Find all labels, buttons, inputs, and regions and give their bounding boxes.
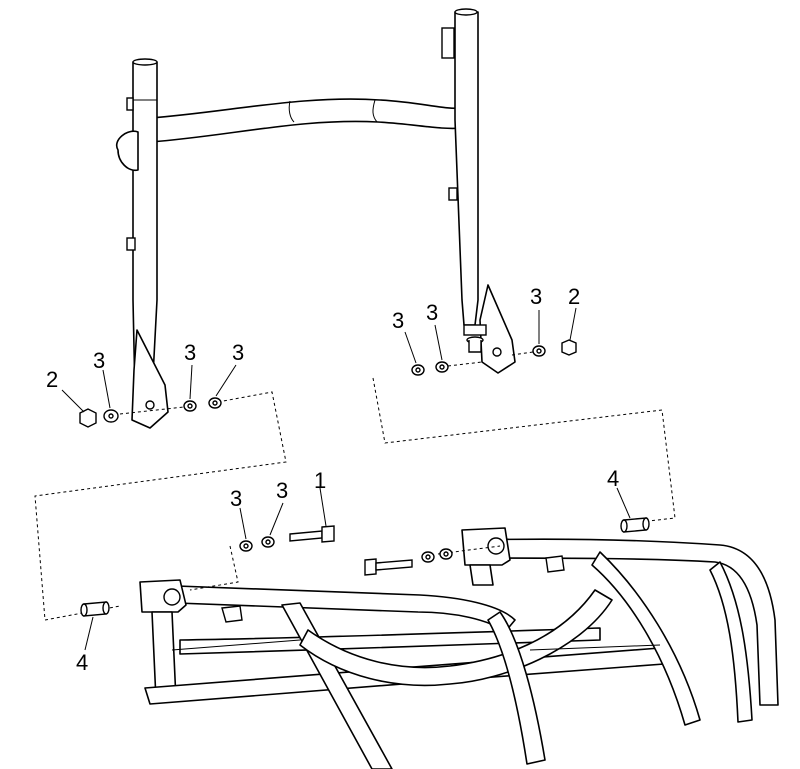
callout-washer-right-1: 3 [392, 308, 404, 333]
callout-nut-right: 2 [568, 284, 580, 309]
callout-washer-right-2: 3 [426, 300, 438, 325]
callout-washer-left-1: 3 [93, 348, 105, 373]
callout-leaders [61, 307, 631, 651]
left-hardware-group [79, 397, 222, 428]
callout-nut-left: 2 [46, 367, 58, 392]
bushing-left [80, 601, 110, 617]
nut-right [561, 339, 577, 356]
center-bolt-group [239, 525, 335, 552]
callout-bushing-left: 4 [76, 650, 88, 675]
assembly-guide-lines [34, 377, 676, 621]
nut-left [79, 408, 97, 428]
bushing-right [620, 517, 650, 533]
callout-bolt: 1 [314, 468, 326, 493]
callout-washer-left-2: 3 [184, 340, 196, 365]
upper-roll-bar [115, 8, 516, 429]
callout-washer-center-2: 3 [276, 478, 288, 503]
lower-chassis-frame [139, 527, 779, 769]
right-upper-hardware-group [411, 339, 577, 376]
right-bolt-group [364, 548, 453, 576]
callout-washer-left-3: 3 [232, 340, 244, 365]
bolt-right [364, 558, 377, 576]
callout-labels: 2 3 3 3 3 3 3 2 3 3 1 4 4 [46, 284, 619, 675]
callout-washer-right-3: 3 [530, 284, 542, 309]
callout-bushing-right: 4 [607, 466, 619, 491]
callout-washer-center-1: 3 [230, 486, 242, 511]
bolt-center [289, 530, 323, 542]
